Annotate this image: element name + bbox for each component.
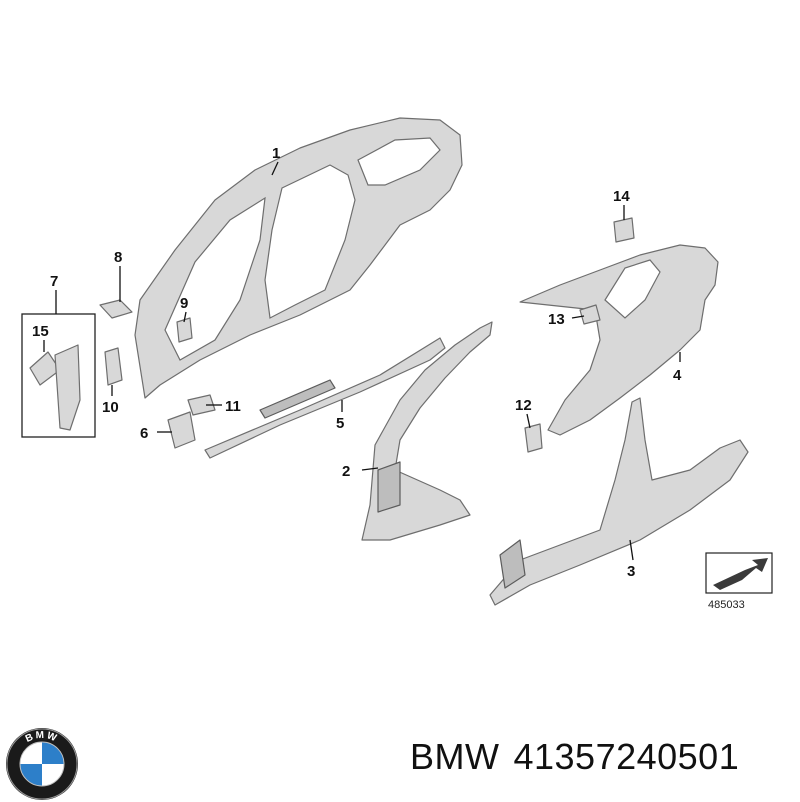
callout-12: 12 xyxy=(515,397,532,414)
bracket-part-13 xyxy=(579,304,601,325)
side-frame-part-1 xyxy=(134,117,463,399)
rear-quarter-part-4 xyxy=(519,244,719,436)
bracket-part-9 xyxy=(176,317,193,343)
callout-8: 8 xyxy=(114,249,122,266)
bracket-part-8 xyxy=(99,299,133,319)
callout-2: 2 xyxy=(342,463,350,480)
caption-brand: BMW xyxy=(410,736,500,777)
callout-13: 13 xyxy=(548,311,565,328)
callout-5: 5 xyxy=(336,415,344,432)
callout-6: 6 xyxy=(140,425,148,442)
sheet-arrow-icon xyxy=(713,558,768,590)
rear-sill-part-3 xyxy=(489,397,749,606)
callout-3: 3 xyxy=(627,563,635,580)
reference-number: 485033 xyxy=(708,599,745,611)
bracket-part-15 xyxy=(29,344,81,431)
part-caption: BMW 41357240501 xyxy=(410,736,753,778)
callout-11: 11 xyxy=(225,398,241,415)
bracket-part-11 xyxy=(187,394,216,416)
group-box-part-7 xyxy=(21,313,96,438)
bracket-part-14 xyxy=(613,217,635,243)
callout-4: 4 xyxy=(673,367,682,384)
reference-box: 485033 xyxy=(705,552,773,611)
callout-7: 7 xyxy=(50,273,58,290)
bracket-part-12 xyxy=(524,423,543,453)
bracket-part-10 xyxy=(104,347,123,386)
callout-1: 1 xyxy=(272,145,280,162)
callout-14: 14 xyxy=(613,188,630,205)
logo-text: BMW xyxy=(24,730,58,745)
svg-text:BMW: BMW xyxy=(24,730,60,745)
callout-10: 10 xyxy=(102,399,119,416)
bmw-logo: BMW xyxy=(6,728,78,800)
callout-15: 15 xyxy=(32,323,49,340)
callout-9: 9 xyxy=(180,295,188,312)
sill-part-5 xyxy=(204,337,446,459)
b-pillar-part-2 xyxy=(361,321,493,541)
bracket-part-6 xyxy=(167,411,196,449)
caption-part-number: 41357240501 xyxy=(513,736,740,777)
